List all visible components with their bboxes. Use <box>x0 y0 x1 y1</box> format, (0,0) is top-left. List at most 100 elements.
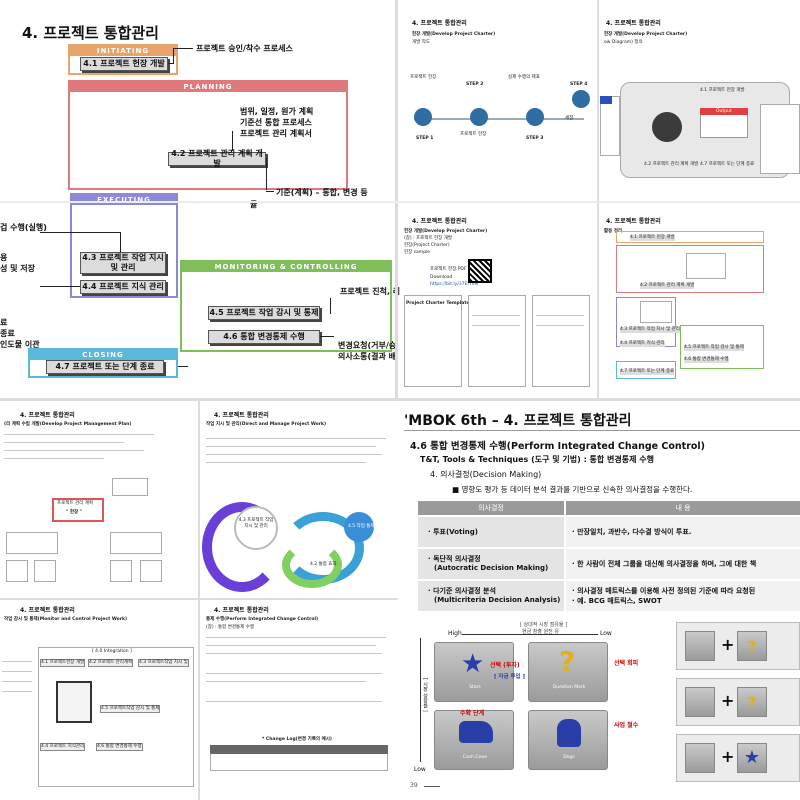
step-icon <box>526 108 544 126</box>
quadrant-dogs: Dogs <box>528 710 608 770</box>
text-line <box>206 645 376 646</box>
table-row-right: · 한 사람이 전체 그룹을 대신해 의사결정을 하며, 그에 대한 책 <box>566 549 800 579</box>
divider <box>0 598 398 600</box>
activity-label: 4.6 통합 변경통제 수행 <box>684 357 729 363</box>
closing-left-note: 료 종료 인도물 이관 <box>0 317 40 350</box>
flow-label: 4.7 프로젝트 또는 단계 종료 <box>700 162 755 167</box>
thumb-subtitle: 활동 정리 <box>604 229 623 234</box>
divider <box>198 400 200 800</box>
band <box>680 325 764 369</box>
thumb-subtitle: 헌장 개발(Develop Project Charter) <box>412 32 496 37</box>
thumb-title: 4. 프로젝트 통합관리 <box>20 607 75 614</box>
quadrant-label: Dogs <box>563 755 575 760</box>
bullet-3: 4. 의사결정(Decision Making) <box>430 470 542 479</box>
flow-node <box>652 112 682 142</box>
thumbnail-charter-flow[interactable]: 4. 프로젝트 통합관리 헌장 개발(Develop Project Chart… <box>600 0 800 200</box>
doc-lines <box>536 325 584 326</box>
planning-label: PLANNING <box>70 82 346 92</box>
note-line: 종료 <box>0 329 15 338</box>
thumbnail-monitor-control[interactable]: 4. 프로젝트 통합관리 작업 감시 및 통제(Monitor and Cont… <box>0 601 196 800</box>
text-line <box>2 691 32 692</box>
connector <box>330 298 331 314</box>
process-label: 4.2 프로젝트 관리계획 <box>88 659 134 667</box>
text-line <box>4 450 144 451</box>
band <box>616 361 676 379</box>
quadrant-label: Question Mark <box>552 685 586 690</box>
process-4-5[interactable]: 4.5 프로젝트 작업 감시 및 통제 <box>208 306 320 320</box>
thumbnail-change-control[interactable]: 4. 프로젝트 통합관리 통제 수행(Perform Integrated Ch… <box>202 601 396 800</box>
combo-card: + ★ <box>676 734 800 782</box>
thumb-subtitle: 헌장 개발(Develop Project Charter) <box>404 229 488 234</box>
process-4-3[interactable]: 4.3 프로젝트 작업 지시 및 관리 <box>80 252 166 274</box>
left-panel-header <box>600 96 612 104</box>
cycle-arc <box>202 502 282 592</box>
planning-note2: 기준(계획) – 통합, 변경 등 <box>276 188 368 197</box>
cell-text: · 의사결정 매트릭스를 이용해 사전 정의된 기준에 따라 요청된 <box>572 587 756 595</box>
connector <box>178 366 188 367</box>
dog-icon <box>557 719 581 747</box>
process-4-2[interactable]: 4.2 프로젝트 관리 계획 개발 <box>168 149 266 168</box>
connector <box>320 336 334 337</box>
download-link[interactable]: Download <box>430 275 453 280</box>
qr-code <box>468 259 492 283</box>
text-line <box>206 454 382 455</box>
connector <box>120 232 121 252</box>
text-line <box>4 458 104 459</box>
step-icon <box>414 108 432 126</box>
thumbnail-activity-map[interactable]: 4. 프로젝트 통합관리 활동 정리 4.1 프로젝트 헌장 개발 4.2 프로… <box>600 205 800 397</box>
step-text: 프로젝트 헌장 <box>460 132 487 137</box>
thumbnail-management-plan[interactable]: 4. 프로젝트 통합관리 (리 계획 수립 개발(Develop Project… <box>0 402 196 596</box>
tree-node <box>140 560 162 582</box>
executing-left-note2: 용 성 및 저장 <box>0 252 35 274</box>
planning-band: PLANNING <box>68 80 348 190</box>
output-label: Output <box>716 109 732 114</box>
thumb-subtitle2: (참) : 통합 변경통제 수행 <box>206 625 255 630</box>
thumbnail-direct-manage[interactable]: 4. 프로젝트 통합관리 작업 지시 및 관리(Direct and Manag… <box>202 402 396 596</box>
bcg-title: [ 상대적 시장 점유율 ] <box>520 622 568 628</box>
thumb-title: 4. 프로젝트 통합관리 <box>214 412 269 419</box>
thumbnail-charter-sample[interactable]: 4. 프로젝트 통합관리 헌장 개발(Develop Project Chart… <box>400 205 596 397</box>
process-4-6[interactable]: 4.6 통합 변경통제 수행 <box>208 330 320 344</box>
template-preview <box>686 253 726 279</box>
process-label: 4.3 프로젝트작업 지시 및 <box>138 659 189 667</box>
cycle-label: 4.3 프로젝트 작업 지시 및 관리 <box>238 518 274 529</box>
central-box-label: 프로젝트 관리 계획 <box>57 501 93 506</box>
band <box>616 245 764 293</box>
planning-note3: 률 <box>250 200 258 209</box>
file-name[interactable]: 프로젝트 헌장.PDF <box>430 267 467 272</box>
thumb-subtitle: 통제 수행(Perform Integrated Change Control) <box>206 617 319 622</box>
process-4-7[interactable]: 4.7 프로젝트 또는 단계 종료 <box>46 360 164 374</box>
frame-header: [ 4.0 Integration ] <box>92 649 132 654</box>
thumb-subtitle: 작업 지시 및 관리(Direct and Manage Project Wor… <box>206 422 327 427</box>
activity-label: 4.1 프로젝트 헌장 개발 <box>630 235 675 241</box>
process-4-4[interactable]: 4.4 프로젝트 지식 관리 <box>80 280 166 294</box>
connector <box>173 48 174 64</box>
doc-lines <box>536 315 584 316</box>
planning-note-line: 기준선 통합 프로세스 <box>240 118 312 127</box>
process-4-1[interactable]: 4.1 프로젝트 헌장 개발 <box>80 57 168 71</box>
thumb-item: 헌장(Project Charter) <box>404 243 450 248</box>
executing-label: EXECUTING <box>72 195 176 205</box>
combo-card: + ? <box>676 678 800 726</box>
short-url[interactable]: https://bit.ly/37Ef7eN <box>430 282 479 287</box>
divider <box>395 0 398 400</box>
cycle-label: 4.5 작업 통제 <box>348 524 375 529</box>
connector <box>266 158 267 190</box>
activity-label: 4.2 프로젝트 관리 계획 개발 <box>640 283 695 289</box>
thumb-subtitle: (리 계획 수립 개발(Develop Project Management P… <box>4 422 132 427</box>
thumb-title: 4. 프로젝트 통합관리 <box>412 218 467 225</box>
left-panel <box>600 96 620 156</box>
bullet-1: 4.6 통합 변경통제 수행(Perform Integrated Change… <box>410 441 705 452</box>
bcg-low-bottom: Low <box>414 766 426 773</box>
template-preview <box>640 301 672 323</box>
thumbnail-charter-steps[interactable]: 4. 프로젝트 통합관리 헌장 개발(Develop Project Chart… <box>400 0 596 200</box>
process-label: 4.3 프로젝트 작업 지시 <box>82 253 164 262</box>
plus-icon: + <box>721 747 735 766</box>
cell-text: · 한 사람이 전체 그룹을 대신해 의사결정을 하며, 그에 대한 책 <box>572 560 757 568</box>
plus-icon: + <box>721 691 735 710</box>
monitoring-note1: 프로젝트 진척, 리 <box>340 287 401 296</box>
thumb-subtitle: 헌장 개발(Develop Project Charter) <box>604 32 688 37</box>
monitoring-band: MONITORING & CONTROLLING <box>180 260 392 352</box>
table-header-left: 의사결정 <box>418 501 564 515</box>
question-icon: ? <box>737 687 767 717</box>
